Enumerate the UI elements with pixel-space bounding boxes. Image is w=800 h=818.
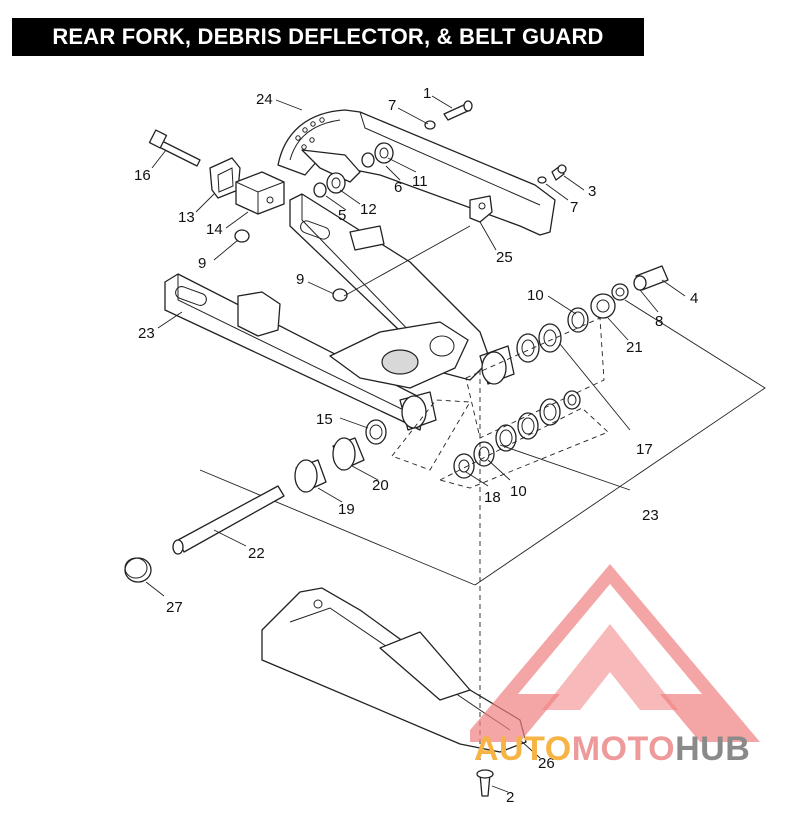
callout-16: 16 [134, 167, 151, 184]
title-bar: REAR FORK, DEBRIS DEFLECTOR, & BELT GUAR… [12, 18, 644, 56]
callout-11: 11 [412, 173, 428, 190]
screw-3 [537, 164, 567, 184]
callout-21: 21 [626, 339, 643, 356]
watermark-text: AUTOMOTOHUB [474, 730, 750, 769]
watermark-moto: MOTO [571, 730, 676, 768]
bearing-set-upper [516, 265, 669, 363]
callout-17: 17 [636, 441, 653, 458]
callout-10-lower: 10 [510, 483, 527, 500]
callout-22: 22 [248, 545, 265, 562]
callout-18: 18 [484, 489, 501, 506]
leader-lines [145, 95, 686, 793]
nuts [234, 229, 348, 302]
callout-8: 8 [655, 313, 663, 330]
callout-9-center: 9 [296, 271, 304, 288]
bearing-set-lower [294, 390, 581, 493]
callout-25: 25 [496, 249, 513, 266]
debris-deflector [261, 587, 527, 753]
callout-6: 6 [394, 179, 402, 196]
callout-10-upper: 10 [527, 287, 544, 304]
callout-3: 3 [588, 183, 596, 200]
screw-2 [476, 769, 494, 797]
watermark-triangle-logo [470, 564, 760, 742]
callout-5: 5 [338, 207, 346, 224]
callout-1: 1 [423, 85, 431, 102]
screw-1 [424, 100, 473, 130]
callout-7-right: 7 [570, 199, 578, 216]
callout-26: 26 [538, 755, 555, 772]
group-outline-lower-right [438, 407, 609, 489]
callout-27: 27 [166, 599, 183, 616]
callout-19: 19 [338, 501, 355, 518]
callout-9-left: 9 [198, 255, 206, 272]
callout-labels: 1 7 24 3 7 4 8 10 21 6 11 5 12 16 13 14 … [134, 85, 698, 806]
callout-7-top: 7 [388, 97, 396, 114]
group-outline-lower [391, 399, 471, 471]
watermark-auto: AUTO [474, 730, 572, 768]
callout-23-right: 23 [642, 507, 659, 524]
bolt-16 [148, 129, 201, 167]
bracket [469, 195, 493, 223]
axle [172, 485, 285, 555]
callout-24: 24 [256, 91, 273, 108]
callout-13: 13 [178, 209, 195, 226]
callout-15: 15 [316, 411, 333, 428]
group-outline-upper [465, 317, 605, 439]
watermark-hub: HUB [675, 730, 751, 768]
rear-fork [164, 193, 515, 431]
blocks [209, 157, 285, 215]
callout-20: 20 [372, 477, 389, 494]
callout-4: 4 [690, 290, 698, 307]
page-title: REAR FORK, DEBRIS DEFLECTOR, & BELT GUAR… [52, 24, 604, 49]
cap [124, 557, 152, 583]
callout-23-left: 23 [138, 325, 155, 342]
callout-2: 2 [506, 789, 514, 806]
callout-14: 14 [206, 221, 223, 238]
callout-12: 12 [360, 201, 377, 218]
